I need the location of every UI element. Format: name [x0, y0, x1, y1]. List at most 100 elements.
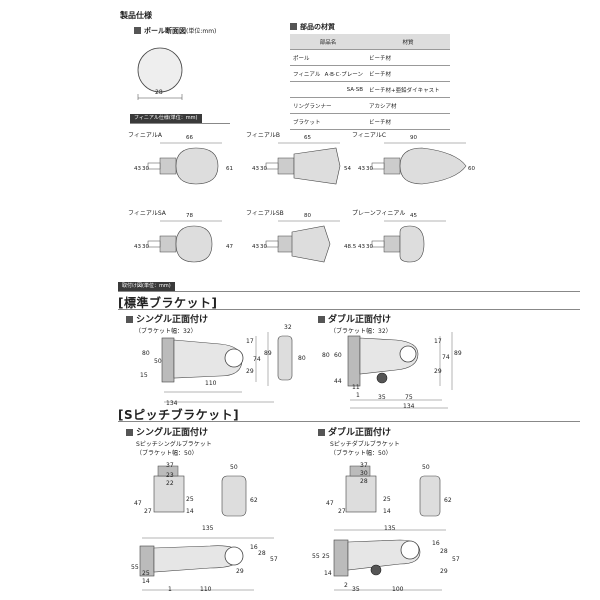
inner-pole-circle — [370, 564, 382, 576]
divider — [130, 123, 230, 124]
material-cell: ビーチ材 — [366, 65, 450, 82]
finial-name: フィニアルB — [246, 132, 280, 139]
header-part: 部品名 — [290, 34, 366, 50]
std-double-title: ダブル正面付け — [328, 315, 392, 325]
finial-dim: 48.5 — [344, 244, 357, 250]
finial-name: フィニアルSB — [246, 210, 284, 217]
dim: 62 — [444, 497, 452, 504]
mounting-bar-label: 取付け図 — [122, 283, 143, 289]
finial-stem — [277, 235, 295, 253]
dim: 57 — [270, 556, 278, 563]
dim: 50 — [230, 464, 238, 471]
pole-circle — [224, 546, 244, 566]
finial-drawing — [371, 220, 446, 263]
mounting-bar: 取付け図(単位：mm) — [118, 282, 175, 291]
table-header-row: 部品名 材質 — [290, 34, 450, 50]
material-cell: アカシア材 — [366, 97, 450, 114]
finial-length: 90 — [410, 135, 417, 141]
dim: 17 — [434, 338, 442, 345]
dim: 74 — [442, 354, 450, 361]
bullet-square-icon — [318, 429, 325, 436]
pole-circle — [137, 47, 183, 93]
sp-single-width: （ブラケット幅：50） — [136, 450, 198, 457]
bracket-top — [157, 465, 179, 477]
finial-body — [399, 225, 425, 263]
dim: 55 — [312, 553, 320, 560]
dim: 28 — [258, 550, 266, 557]
dim: 16 — [250, 544, 258, 551]
wall-plate — [333, 539, 349, 577]
dim: 16 — [432, 540, 440, 547]
part-cell: フィニアル A·B·C·プレーン — [290, 65, 366, 82]
bracket-side-view — [277, 335, 293, 381]
finial-stem — [383, 157, 401, 175]
finial-pin — [371, 162, 385, 170]
finial-drawing — [371, 142, 467, 185]
dim: 1 — [356, 392, 360, 399]
dim: 29 — [434, 368, 442, 375]
bracket-top — [349, 465, 371, 477]
finial-length: 66 — [186, 135, 193, 141]
bracket-side-view — [419, 475, 441, 517]
finial-body — [293, 147, 341, 185]
dim: 32 — [284, 324, 292, 331]
dim: 14 — [324, 570, 332, 577]
finial-stem — [277, 157, 295, 175]
std-double-heading: ダブル正面付け — [318, 312, 391, 325]
pole-section-heading: ポール断面図(単位:mm) — [134, 26, 216, 36]
dim: 62 — [250, 497, 258, 504]
finial-dim: 60 — [468, 166, 475, 172]
part-cell: リングランナー — [290, 97, 366, 114]
sp-single-name: Sピッチシングルブラケット — [136, 441, 212, 448]
sp-double-title: ダブル正面付け — [328, 428, 392, 438]
dim: 25 — [186, 496, 194, 503]
pole-circle — [400, 540, 420, 560]
bullet-square-icon — [318, 316, 325, 323]
dim: 22 — [166, 480, 174, 487]
finial-dim: 43 — [252, 166, 259, 172]
spitch-bracket-title: [Sピッチブラケット] — [118, 408, 240, 422]
dim: 110 — [200, 586, 212, 593]
dim: 27 — [338, 508, 346, 515]
bracket-front-view — [345, 475, 377, 513]
finial-drawing — [147, 220, 222, 263]
finial-dim: 30 — [260, 244, 267, 250]
dim: 55 — [131, 564, 139, 571]
dim: 28 — [360, 478, 368, 485]
finial-dim: 43 — [358, 166, 365, 172]
material-cell: ビーチ材+亜鉛ダイキャスト — [366, 81, 450, 98]
dim: 44 — [334, 378, 342, 385]
dim: 47 — [134, 500, 142, 507]
dim: 23 — [166, 472, 174, 479]
dim: 37 — [166, 462, 174, 469]
dim: 1 — [168, 586, 172, 593]
finial-dim: 43 — [252, 244, 259, 250]
table-row: ブラケット ビーチ材 — [290, 113, 450, 130]
finial-length: 45 — [410, 213, 417, 219]
mounting-bar-unit: (単位：mm) — [142, 283, 171, 289]
std-single-width: （ブラケット幅：32） — [135, 328, 197, 335]
finial-pin — [147, 240, 161, 248]
dim: 35 — [378, 394, 386, 401]
finial-dim: 43 — [358, 244, 365, 250]
dim: 17 — [246, 338, 254, 345]
dim: 25 — [142, 570, 150, 577]
part-cell: ブラケット — [290, 113, 366, 130]
dim: 110 — [205, 380, 217, 387]
dim: 29 — [440, 568, 448, 575]
table-row: フィニアル A·B·C·プレーン ビーチ材 — [290, 65, 450, 82]
finial-name: プレーンフィニアル — [352, 210, 406, 217]
dim: 14 — [186, 508, 194, 515]
finial-body — [175, 225, 213, 263]
finial-length: 78 — [186, 213, 193, 219]
std-double-drawing — [347, 332, 453, 409]
bullet-square-icon — [126, 316, 133, 323]
dim: 15 — [140, 372, 148, 379]
dim: 80 — [298, 355, 306, 362]
finial-stem — [159, 235, 177, 253]
dim: 35 — [352, 586, 360, 593]
dim: 75 — [405, 394, 413, 401]
std-double-width: （ブラケット幅：32） — [330, 328, 392, 335]
pole-dim-28: 28 — [155, 89, 163, 96]
finial-stem — [383, 235, 401, 253]
